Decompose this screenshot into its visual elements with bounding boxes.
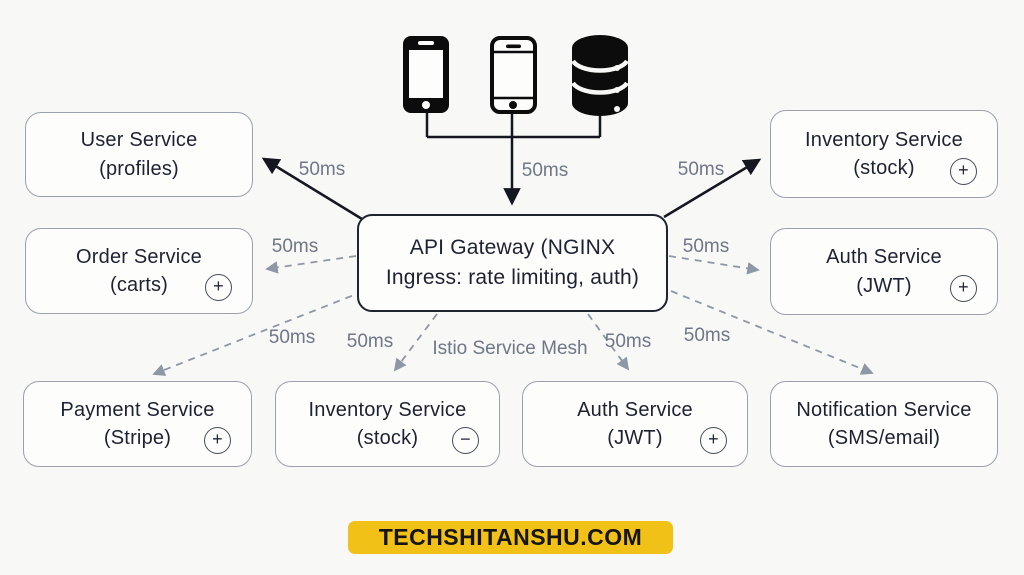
node-inventory-service-right: Inventory Service (stock) + [770, 110, 998, 198]
service-name: Payment Service [60, 398, 215, 421]
service-detail: (Stripe) [103, 427, 172, 449]
service-name: User Service [80, 129, 198, 152]
service-name: Inventory Service [308, 398, 467, 421]
expand-icon[interactable]: + [700, 427, 727, 454]
gateway-label-line2: Ingress: rate limiting, auth) [385, 266, 640, 289]
mesh-label: Istio Service Mesh [432, 338, 588, 359]
service-detail: (profiles) [99, 157, 179, 180]
latency-label: 50ms [268, 327, 316, 348]
service-detail: (carts) [109, 274, 169, 296]
service-detail: (stock) [853, 157, 915, 179]
phone-filled-icon [403, 36, 449, 113]
latency-label: 50ms [271, 236, 319, 257]
expand-icon[interactable]: + [204, 427, 231, 454]
latency-label: 50ms [604, 331, 652, 352]
service-detail: (stock) [356, 427, 419, 449]
node-order-service: Order Service (carts) + [25, 228, 253, 314]
node-notification-service: Notification Service (SMS/email) [770, 381, 998, 467]
collapse-icon[interactable]: − [452, 427, 479, 454]
service-name: Auth Service [826, 246, 942, 269]
service-detail: (SMS/email) [827, 427, 941, 449]
site-banner-text: TECHSHITANSHU.COM [378, 524, 643, 550]
service-name: Order Service [76, 245, 202, 268]
gateway-label-line1: API Gateway (NGINX [409, 236, 616, 260]
service-name: Inventory Service [805, 128, 963, 151]
node-auth-service-bottom: Auth Service (JWT) + [522, 381, 748, 467]
node-inventory-service-bottom: Inventory Service (stock) − [275, 381, 500, 467]
node-auth-service-right: Auth Service (JWT) + [770, 228, 998, 315]
database-icon [571, 35, 629, 116]
service-detail: (JWT) [607, 427, 663, 449]
latency-label: 50ms [677, 159, 725, 180]
latency-label: 50ms [521, 160, 569, 181]
phone-outline-icon [490, 36, 537, 114]
node-user-service: User Service (profiles) [25, 112, 253, 197]
service-name: Notification Service [796, 398, 972, 421]
latency-label: 50ms [346, 331, 394, 352]
latency-label: 50ms [298, 159, 346, 180]
client-bus [425, 113, 602, 139]
site-banner: TECHSHITANSHU.COM [348, 521, 673, 554]
dashed-arrows [152, 255, 874, 376]
latency-label: 50ms [683, 325, 731, 346]
solid-arrows [261, 137, 762, 221]
expand-icon[interactable]: + [950, 158, 977, 185]
node-payment-service: Payment Service (Stripe) + [23, 381, 252, 467]
latency-label: 50ms [682, 236, 730, 257]
expand-icon[interactable]: + [950, 275, 977, 302]
service-name: Auth Service [577, 398, 693, 421]
service-detail: (JWT) [856, 274, 912, 297]
expand-icon[interactable]: + [205, 274, 232, 301]
node-api-gateway: API Gateway (NGINX Ingress: rate limitin… [357, 214, 668, 312]
